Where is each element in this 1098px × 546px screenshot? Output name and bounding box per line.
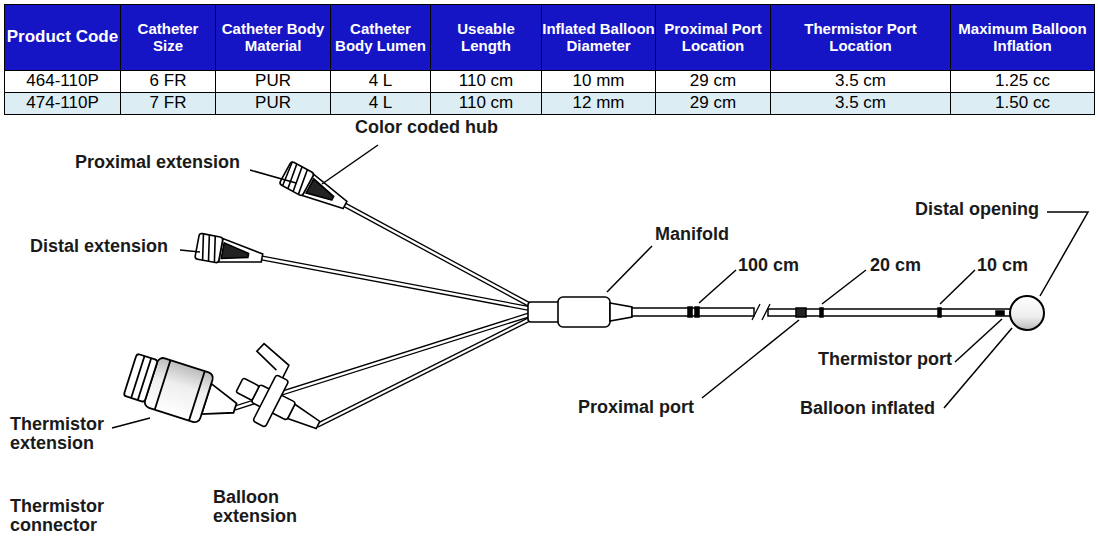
table-header-cell: Catheter Body Material xyxy=(215,4,331,71)
callout-label: 10 cm xyxy=(977,256,1028,275)
cell-value: 3.5 cm xyxy=(835,72,886,90)
column-heading: Thermistor Port Location xyxy=(771,21,950,53)
column-heading: Catheter Body Lumen xyxy=(331,21,430,53)
table-header-cell: Thermistor Port Location xyxy=(770,4,951,71)
table-header-cell: Catheter Size xyxy=(120,4,216,71)
proximal-hub xyxy=(279,161,351,216)
table-cell: PUR xyxy=(215,70,331,93)
table-cell: 4 L xyxy=(330,92,431,115)
balloon-stopcock xyxy=(228,342,340,448)
cell-value: 7 FR xyxy=(150,94,187,112)
manifold-body xyxy=(528,297,632,327)
cell-value: PUR xyxy=(255,94,291,112)
table-cell: 7 FR xyxy=(120,92,216,115)
table-header-cell: Useable Length xyxy=(430,4,542,71)
cell-value: 3.5 cm xyxy=(835,94,886,112)
cell-value: 10 mm xyxy=(573,72,625,90)
cell-value: 29 cm xyxy=(690,72,736,90)
distal-hub xyxy=(195,233,265,271)
cell-value: 110 cm xyxy=(459,72,514,90)
table-cell: 464-110P xyxy=(4,70,121,93)
table-cell: 474-110P xyxy=(4,92,121,115)
callout-label: Proximal port xyxy=(578,398,694,417)
column-heading: Proximal Port Location xyxy=(656,21,770,53)
column-heading: Catheter Body Material xyxy=(216,21,330,53)
table-cell: 10 mm xyxy=(541,70,656,93)
table-cell: PUR xyxy=(215,92,331,115)
callout-label: Distal extension xyxy=(30,237,168,256)
cell-value: 110 cm xyxy=(459,94,514,112)
callout-label: Thermistor port xyxy=(818,350,952,369)
table-cell: 1.50 cc xyxy=(950,92,1095,115)
table-cell: 6 FR xyxy=(120,70,216,93)
callout-label: Thermistor connector xyxy=(10,497,122,536)
table-header-cell: Maximum Balloon Inflation xyxy=(950,4,1095,71)
table-header-cell: Proximal Port Location xyxy=(655,4,771,71)
cell-value: 6 FR xyxy=(150,72,187,90)
callout-label: Proximal extension xyxy=(75,153,240,172)
callout-label: Thermistor extension xyxy=(10,415,122,454)
table-cell: 110 cm xyxy=(430,92,542,115)
cell-value: 1.25 cc xyxy=(995,72,1050,90)
cell-value: 1.50 cc xyxy=(995,94,1050,112)
callout-label: Balloon inflated xyxy=(800,399,935,418)
callout-label: 20 cm xyxy=(870,256,921,275)
column-heading: Catheter Size xyxy=(121,21,215,53)
cell-value: 464-110P xyxy=(26,72,98,90)
cell-value: 4 L xyxy=(369,72,393,90)
column-heading: Maximum Balloon Inflation xyxy=(951,21,1094,53)
callout-label: Manifold xyxy=(655,225,729,244)
table-cell: 3.5 cm xyxy=(770,92,951,115)
callout-label: Color coded hub xyxy=(355,118,498,137)
cell-value: 474-110P xyxy=(26,94,98,112)
table-header-cell: Catheter Body Lumen xyxy=(330,4,431,71)
callout-label: 100 cm xyxy=(738,256,799,275)
cell-value: 4 L xyxy=(369,94,393,112)
cell-value: PUR xyxy=(255,72,291,90)
table-cell: 29 cm xyxy=(655,92,771,115)
table-cell: 29 cm xyxy=(655,70,771,93)
column-heading: Inflated Balloon Diameter xyxy=(542,21,655,53)
cell-value: 12 mm xyxy=(573,94,625,112)
column-heading: Product Code xyxy=(7,28,118,46)
table-header-cell: Product Code xyxy=(4,4,121,71)
table-cell: 110 cm xyxy=(430,70,542,93)
leader-lines xyxy=(112,145,1088,428)
column-heading: Useable Length xyxy=(431,21,541,53)
table-header-cell: Inflated Balloon Diameter xyxy=(541,4,656,71)
callout-label: Balloon extension xyxy=(213,488,317,527)
cell-value: 29 cm xyxy=(690,94,736,112)
table-cell: 4 L xyxy=(330,70,431,93)
table-cell: 12 mm xyxy=(541,92,656,115)
callout-label: Distal opening xyxy=(915,200,1039,219)
table-cell: 3.5 cm xyxy=(770,70,951,93)
catheter-body xyxy=(632,296,1044,330)
table-cell: 1.25 cc xyxy=(950,70,1095,93)
